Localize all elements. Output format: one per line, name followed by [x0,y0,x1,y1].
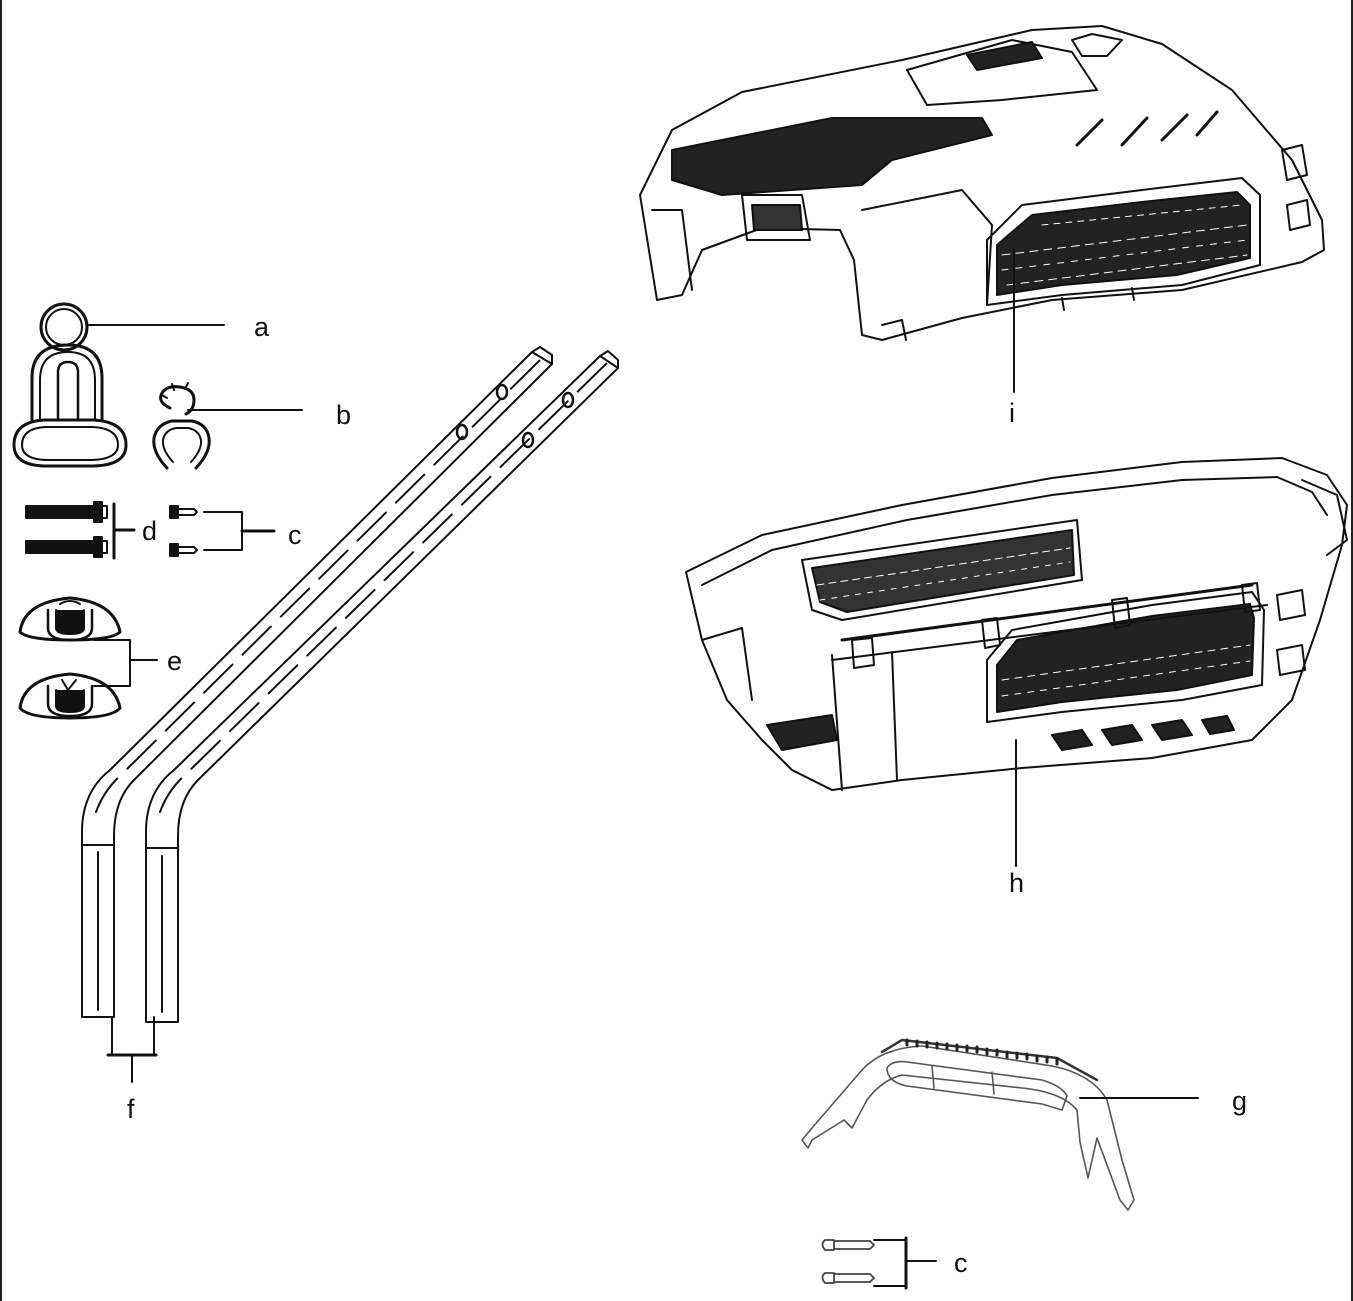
bracket-c-2 [873,1239,907,1287]
label-g: g [1232,1086,1248,1116]
part-h-lower-body [686,458,1347,790]
label-h: h [1009,868,1025,898]
bracket-c [203,511,243,551]
label-c: c [288,520,302,550]
part-i-top-cover [640,26,1324,340]
part-a-ring-and-knob [14,304,126,466]
label-d: d [142,516,158,546]
part-g-carry-handle [802,1040,1134,1210]
label-i: i [1009,398,1015,428]
bracket-e [93,639,131,687]
part-c-screws [170,506,197,556]
part-b-clip [154,383,209,468]
label-c-2: c [954,1248,968,1278]
label-e: e [167,646,183,676]
label-a: a [254,312,270,342]
part-e-clamps [20,598,120,718]
part-f-handle-tubes [82,347,618,1053]
part-d-bolts [26,502,107,557]
part-c-screws-2 [823,1240,875,1283]
label-f: f [127,1094,135,1124]
label-b: b [336,400,352,430]
